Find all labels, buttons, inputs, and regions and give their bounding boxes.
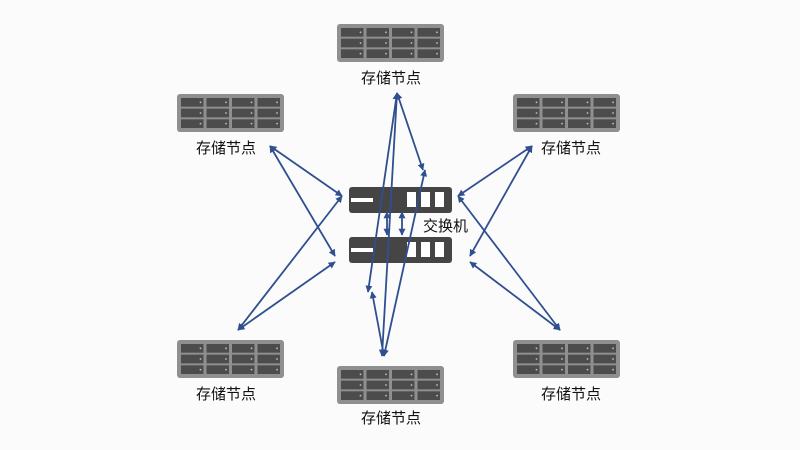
storage-node-label-upper-right: 存储节点: [541, 139, 601, 157]
connection-arrows: [237, 92, 561, 357]
connection-arrow: [369, 291, 387, 357]
storage-node-upper-left-icon: [177, 94, 284, 132]
storage-node-label-lower-right: 存储节点: [541, 385, 601, 403]
connection-arrow: [457, 195, 561, 331]
connection-arrow: [395, 92, 425, 171]
storage-node-upper-right-icon: [513, 94, 620, 132]
connection-arrow: [457, 145, 533, 197]
storage-node-label-top: 存储节点: [361, 69, 421, 87]
switch-unit-2-icon: [349, 237, 452, 263]
storage-node-label-upper-left: 存储节点: [196, 139, 256, 157]
storage-node-lower-left-icon: [177, 340, 284, 378]
connection-arrow: [378, 92, 401, 357]
connection-arrow: [469, 145, 533, 257]
connection-arrow: [381, 169, 428, 357]
storage-node-top-icon: [337, 24, 444, 62]
storage-node-label-bottom: 存储节点: [361, 409, 421, 427]
connection-arrow: [469, 261, 561, 331]
connection-arrow: [237, 195, 343, 331]
storage-node-lower-right-icon: [513, 340, 620, 378]
connection-arrow: [237, 261, 336, 331]
switch-unit-1-icon: [349, 187, 452, 213]
storage-node-label-lower-left: 存储节点: [196, 385, 256, 403]
switch-label: 交换机: [423, 217, 468, 235]
connection-arrow: [269, 145, 343, 197]
connection-arrow: [269, 145, 336, 257]
storage-node-bottom-icon: [337, 366, 444, 404]
